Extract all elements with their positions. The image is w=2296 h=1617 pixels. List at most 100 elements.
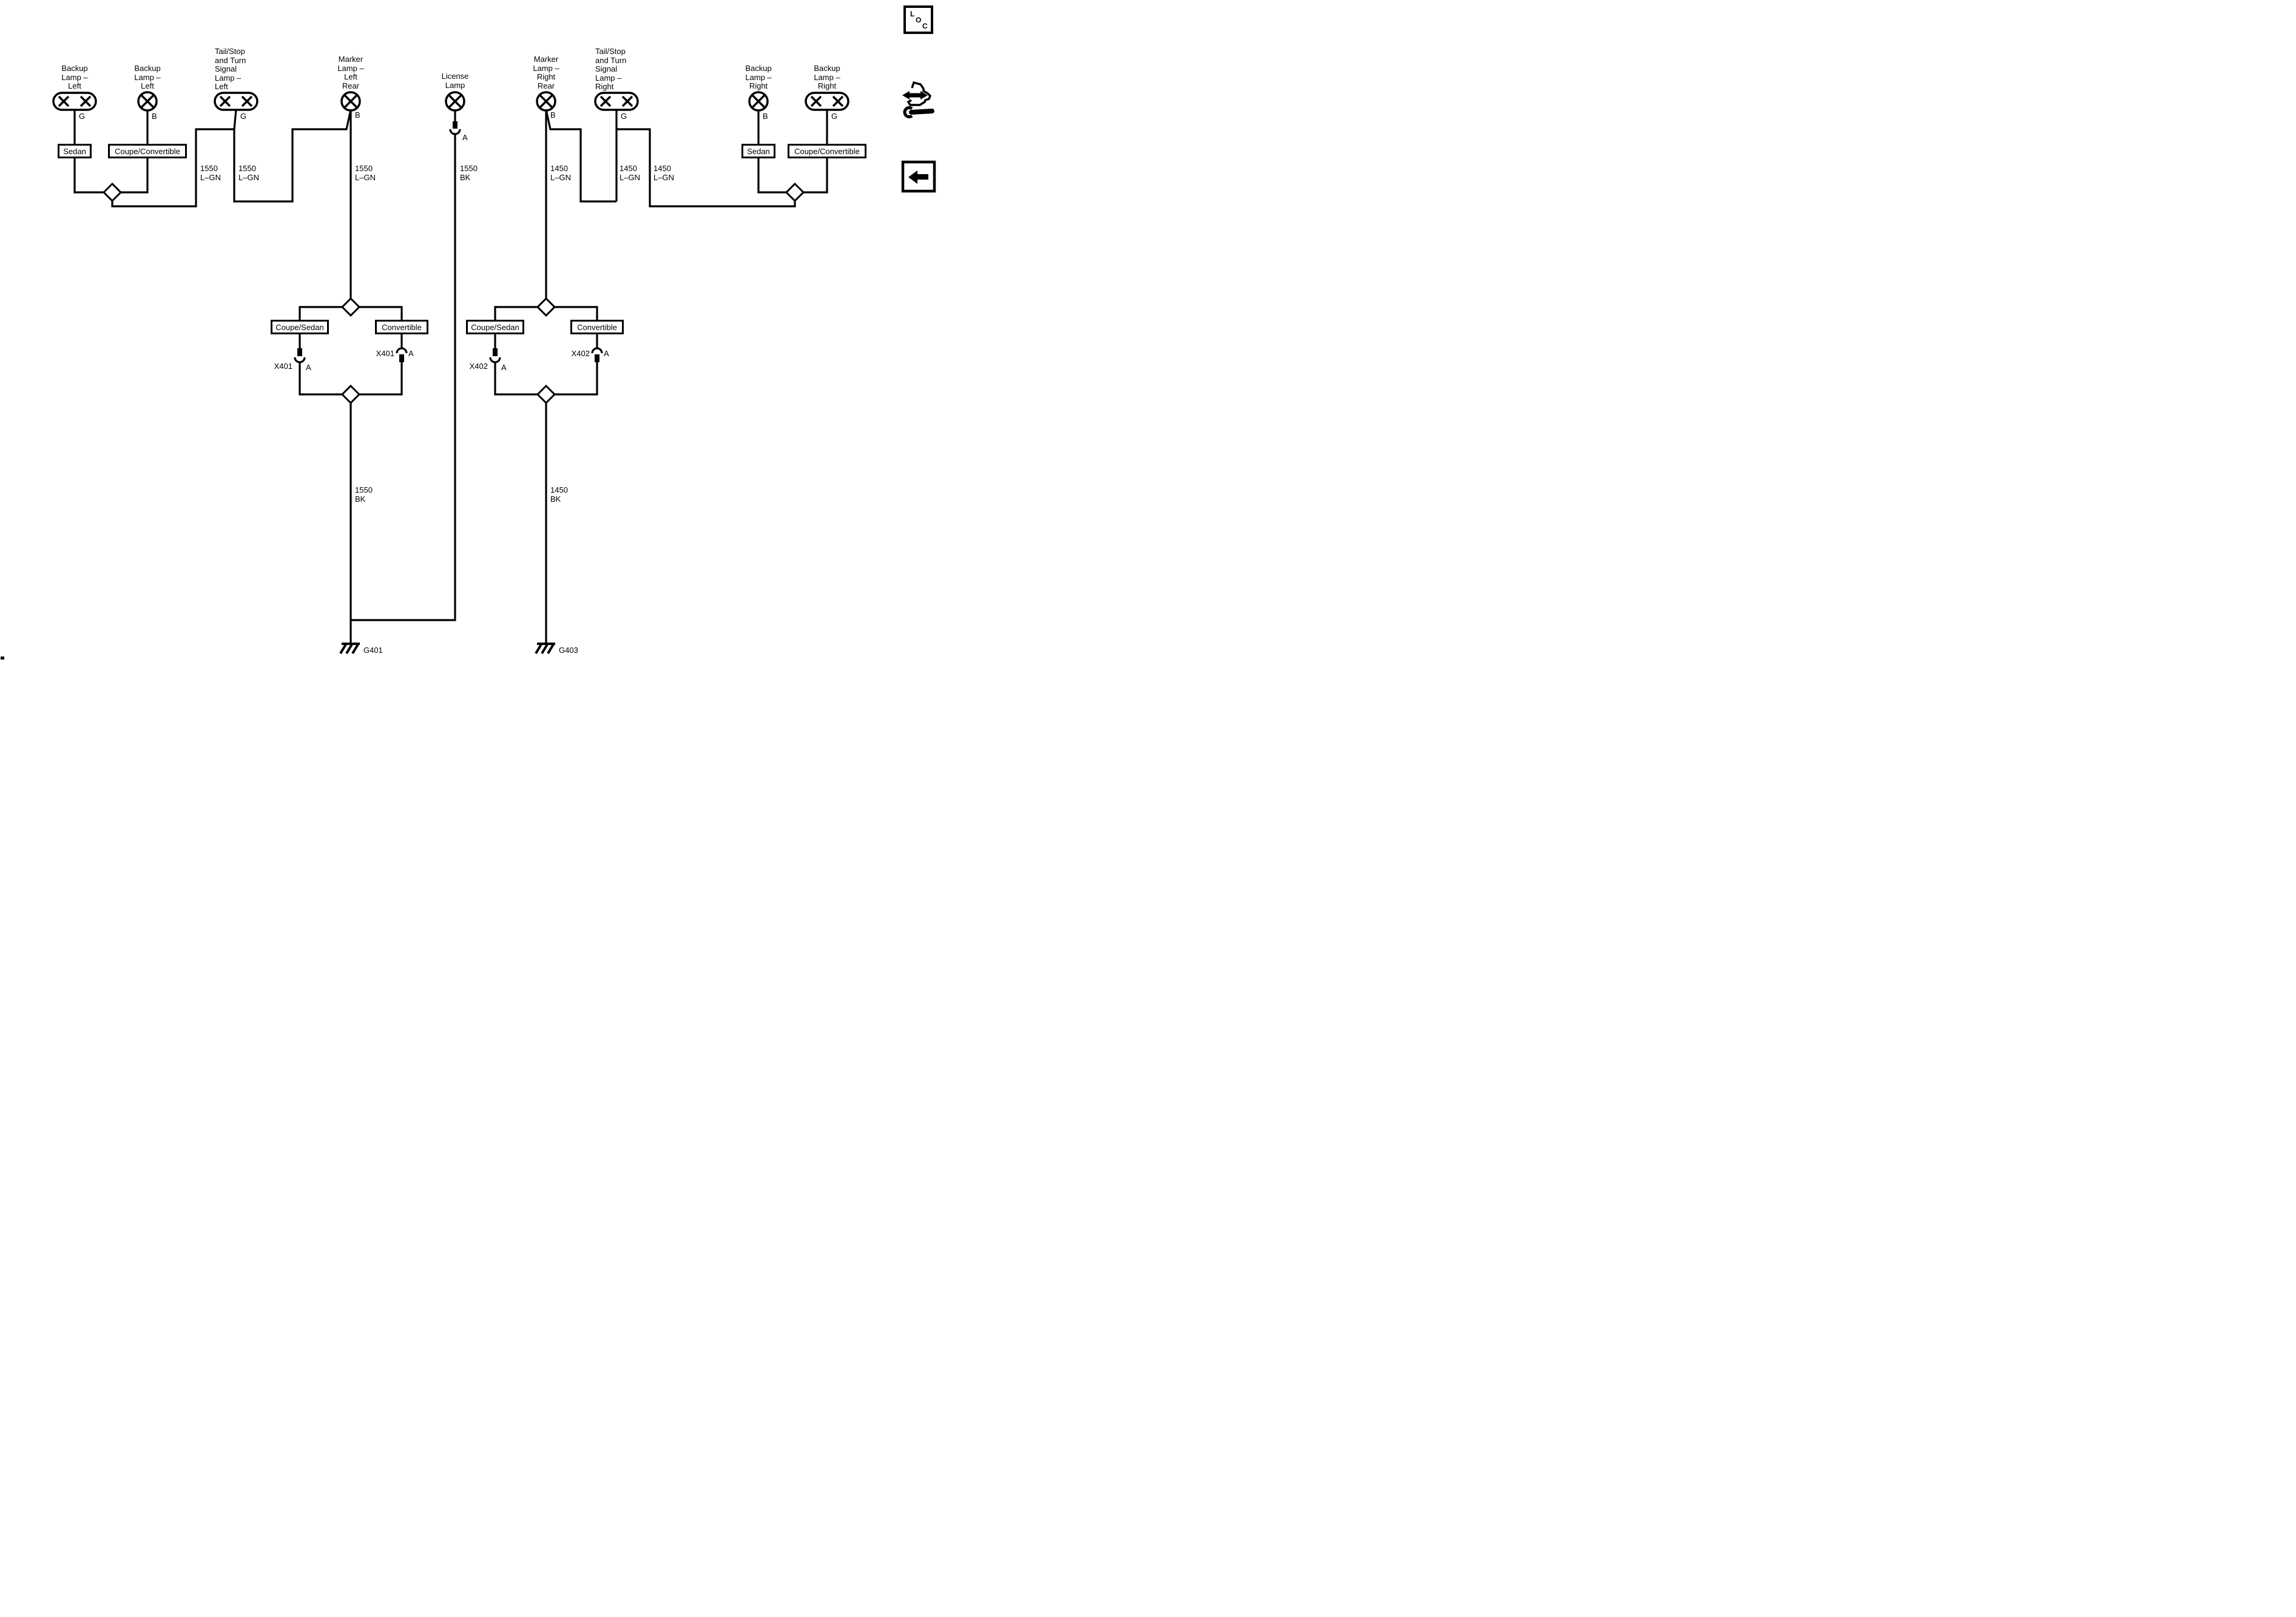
connector-socket-icon [449, 129, 461, 135]
branch-box-label: Convertible [382, 322, 422, 332]
backup-lamp-right-inner-icon [748, 91, 769, 112]
ground-id-g401: G401 [363, 646, 383, 655]
variant-box-label: Coupe/Convertible [115, 146, 180, 156]
tail-stop-lamp-left-icon [214, 92, 258, 111]
branch-box-convertible-right: Convertible [570, 320, 624, 334]
loc-legend-button[interactable]: L O C [903, 5, 933, 34]
connector-pin-x402-b: A [604, 349, 609, 358]
connector-pin-x401-b: A [408, 349, 414, 358]
label-backup-lamp-right-outer: Backup Lamp – Right [814, 64, 840, 90]
wire-circuit: 1550 [355, 485, 373, 495]
backup-lamp-left-outer-icon [52, 92, 97, 111]
label-tail-stop-lamp-right: Tail/Stop and Turn Signal Lamp – Right [595, 47, 627, 91]
variant-box-coupe-convertible-left: Coupe/Convertible [108, 144, 187, 158]
splice-diamond-icon [340, 384, 361, 405]
splice-diamonds [102, 182, 805, 405]
license-lamp-icon [445, 91, 465, 112]
connector-pin-icon [297, 348, 302, 356]
wire-color: L–GN [620, 173, 640, 182]
branch-box-coupe-sedan-right: Coupe/Sedan [466, 320, 524, 334]
wire-color: L–GN [653, 173, 674, 182]
tail-stop-lamp-right-icon [594, 92, 639, 111]
ground-id-g403: G403 [559, 646, 578, 655]
loc-letter-c: C [922, 22, 928, 30]
branch-box-label: Convertible [577, 322, 617, 332]
component-view-icon[interactable] [902, 81, 934, 118]
wire-branch-convertible-right [555, 306, 603, 396]
wiring-diagram-page: Backup Lamp – Left Backup Lamp – Left Ta… [0, 0, 939, 661]
connector-pin-x402-a: A [501, 363, 507, 372]
connector-pin-icon [595, 354, 599, 362]
back-arrow-icon[interactable] [901, 160, 936, 193]
connector-socket-icon [591, 347, 603, 354]
label-tail-stop-lamp-left: Tail/Stop and Turn Signal Lamp – Left [215, 47, 246, 91]
wire-license-lamp [351, 110, 461, 621]
branch-box-label: Coupe/Sedan [471, 322, 519, 332]
connector-pin-icon [399, 354, 404, 362]
branch-box-convertible-left: Convertible [375, 320, 428, 334]
connector-pin-icon [493, 348, 498, 356]
splice-diamond-icon [340, 297, 361, 317]
terminal-letter: G [240, 112, 247, 121]
connector-socket-icon [294, 357, 306, 363]
terminal-letter: B [355, 110, 360, 120]
label-marker-lamp-right: Marker Lamp – Right Rear [533, 55, 559, 90]
wire-branch-coupe-sedan-left [294, 306, 342, 396]
wire-color: L–GN [355, 173, 376, 182]
variant-box-sedan-right: Sedan [741, 144, 775, 158]
splice-diamond-icon [536, 384, 556, 405]
terminal-letter: B [763, 112, 768, 121]
terminal-letter: G [79, 112, 86, 121]
loc-letter-l: L [910, 10, 915, 18]
nav-icons [901, 81, 936, 193]
branch-box-label: Coupe/Sedan [275, 322, 324, 332]
lamp-symbols [52, 91, 849, 112]
splice-diamond-icon [785, 182, 805, 203]
connector-id-x401-a: X401 [274, 362, 292, 371]
connector-pin-x401-a: A [306, 363, 311, 372]
wire-circuit: 1550 [238, 164, 256, 173]
wire-color: L–GN [238, 173, 259, 182]
wire-backup-left-circuit [73, 109, 352, 208]
wire-backup-right-circuit [757, 110, 828, 194]
wire-color: BK [355, 495, 366, 504]
loc-letter-o: O [916, 16, 922, 24]
wiring-diagram-graphics [52, 81, 936, 655]
ground-g403-icon [535, 643, 555, 655]
label-backup-lamp-left-inner: Backup Lamp – Left [134, 64, 161, 90]
wire-circuit: 1450 [620, 164, 637, 173]
label-marker-lamp-left: Marker Lamp – Left Rear [337, 55, 364, 90]
variant-box-label: Coupe/Convertible [794, 146, 860, 156]
wire-color: L–GN [550, 173, 571, 182]
wire-marker-tail-right-circuit [545, 109, 796, 299]
variant-box-label: Sedan [63, 146, 86, 156]
ground-symbols [339, 643, 555, 655]
terminal-letter: G [621, 112, 627, 121]
marker-lamp-right-icon [536, 91, 556, 112]
wire-circuit: 1550 [200, 164, 218, 173]
terminal-letter: B [550, 110, 556, 120]
connector-socket-icon [489, 357, 501, 363]
variant-box-sedan-left: Sedan [58, 144, 92, 158]
wire-color: BK [550, 495, 561, 504]
connector-id-x402-a: X402 [469, 362, 488, 371]
wire-circuit: 1450 [653, 164, 671, 173]
wire-branch-convertible-left [359, 306, 408, 396]
ground-g401-icon [339, 643, 360, 655]
terminal-letter: A [462, 133, 468, 142]
connector-pin-icon [453, 121, 458, 129]
label-backup-lamp-left-outer: Backup Lamp – Left [61, 64, 88, 90]
connector-id-x401-b: X401 [376, 349, 394, 358]
backup-lamp-left-inner-icon [137, 91, 158, 112]
wire-circuit: 1450 [550, 164, 568, 173]
splice-diamond-icon [102, 182, 123, 203]
label-backup-lamp-right-inner: Backup Lamp – Right [745, 64, 772, 90]
